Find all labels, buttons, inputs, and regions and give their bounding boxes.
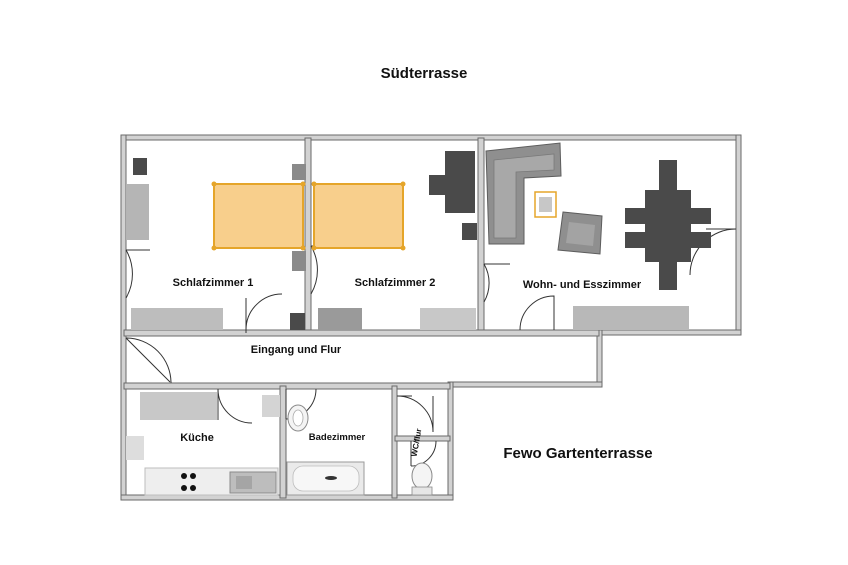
dining-chair-bottom (659, 262, 677, 290)
door-wohn-left (483, 263, 510, 303)
desk-chair (429, 175, 445, 195)
stove-burner (181, 485, 187, 491)
outer-wall-bottom (120, 494, 454, 501)
wall-rooms-flur (123, 329, 600, 337)
bed-schlafzimmer-2 (313, 183, 404, 249)
sofa-seat (493, 153, 555, 239)
toilet-bowl (411, 462, 433, 490)
outer-wall-step-horizontal (596, 329, 742, 336)
door-schlaf1-left (125, 249, 150, 299)
armchair-seat (566, 222, 595, 246)
door-wc (410, 440, 437, 467)
dining-table (645, 190, 691, 262)
kitchen-stool (126, 436, 144, 460)
room-label-wohn-esszimmer: Wohn- und Esszimmer (523, 279, 642, 291)
south-terrace-label: Südterrasse (381, 65, 468, 82)
bed-corner (211, 181, 217, 187)
bed-corner (400, 245, 406, 251)
stove-burner (181, 473, 187, 479)
apartment-title: Fewo Gartenterrasse (503, 445, 652, 462)
corner-cabinet (290, 313, 305, 330)
room-label-kueche: Küche (180, 432, 214, 444)
dining-chair-right-1 (691, 208, 711, 224)
outer-wall-middle (447, 381, 603, 388)
wall-flur-south (123, 382, 451, 390)
dining-chair-right-2 (691, 232, 711, 248)
room-label-schlafzimmer-2: Schlafzimmer 2 (355, 277, 436, 289)
washbasin-inner (292, 409, 304, 427)
bed-corner (311, 245, 317, 251)
bed-corner (211, 245, 217, 251)
room-label-eingang-flur: Eingang und Flur (251, 344, 342, 356)
dining-chair-left-1 (625, 208, 645, 224)
stove-burner (190, 485, 196, 491)
nightstand-bottom (292, 251, 306, 271)
doors (125, 228, 737, 467)
outer-wall-step-vertical (596, 329, 603, 388)
walls (120, 134, 742, 501)
schlaf1-furniture (127, 158, 306, 330)
desk (445, 151, 475, 213)
outer-wall-right-upper (735, 134, 742, 336)
dresser-right (420, 308, 476, 330)
kueche-furniture (126, 392, 280, 496)
wc-furniture (411, 462, 433, 496)
door-entrance (125, 337, 172, 384)
kitchen-table (140, 392, 217, 420)
schlaf2-furniture (318, 151, 477, 330)
outer-wall-top (120, 134, 742, 141)
bed-schlafzimmer-1 (213, 183, 304, 249)
bed-corners (211, 181, 406, 251)
wall-kueche-bad (279, 385, 287, 499)
wall-wc-divider (394, 435, 451, 442)
door-schlaf1-bottom (245, 293, 283, 333)
dresser-left (318, 308, 362, 330)
sink-basin (236, 476, 252, 489)
wohn-furniture (485, 142, 711, 330)
stool (462, 223, 477, 240)
wardrobe-left (127, 184, 149, 240)
bed-corner (311, 181, 317, 187)
door-wohn-bottom (519, 295, 555, 331)
wall-schlaf2-wohn (477, 137, 485, 334)
kitchen-chair (262, 395, 280, 417)
beds (211, 181, 406, 251)
bed-corner (400, 181, 406, 187)
room-label-wc-flur: WC/flur (410, 428, 424, 458)
bed-corner (300, 245, 306, 251)
wall-bad-wc (391, 385, 398, 499)
bad-furniture (286, 404, 365, 496)
sideboard (573, 306, 689, 330)
outer-wall-left (120, 134, 127, 501)
stove-burner (190, 473, 196, 479)
side-table-top (539, 197, 552, 212)
room-label-schlafzimmer-1: Schlafzimmer 1 (173, 277, 254, 289)
door-wc-flur (396, 395, 434, 433)
nightstand-dark (133, 158, 147, 175)
door-schlaf2-left (310, 245, 337, 295)
toilet-tank (411, 486, 433, 496)
door-kueche (217, 388, 253, 424)
dresser (131, 308, 223, 330)
room-label-badezimmer: Badezimmer (309, 432, 366, 443)
dining-chair-left-2 (625, 232, 645, 248)
dining-chair-top (659, 160, 677, 190)
bed-corner (300, 181, 306, 187)
bathtub-drain (325, 476, 337, 480)
nightstand-top (292, 164, 306, 180)
